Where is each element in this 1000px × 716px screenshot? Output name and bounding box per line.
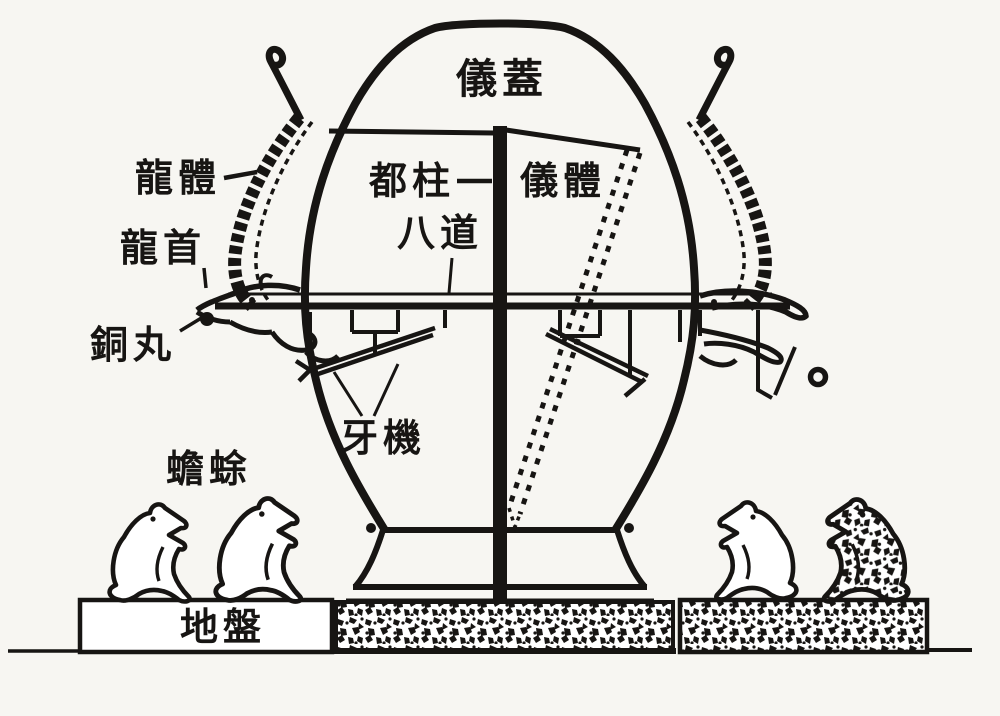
label-dragon-head: 龍首 [120, 225, 206, 270]
right-dragon-tail [695, 45, 735, 122]
dropped-copper-ball [807, 366, 829, 388]
foot-left [352, 529, 386, 589]
base-plate-center [334, 600, 675, 652]
toad-right-inner [716, 502, 796, 599]
leader-dragon-body [223, 169, 258, 181]
label-trigger: 牙機 [340, 415, 426, 460]
label-instrument-body: 儀體 [519, 158, 606, 203]
tilted-pillar-dotted-left [506, 149, 630, 509]
label-copper-ball: 銅丸 [90, 322, 176, 367]
bracket-left [350, 310, 400, 353]
right-dragon-lower-jaw [698, 327, 784, 368]
label-toad: 蟾蜍 [166, 446, 252, 491]
left-dragon-eye [249, 297, 255, 303]
tilted-pillar-dotted-right [517, 152, 643, 515]
toad-left-inner [216, 499, 301, 602]
label-central-pillar: 都柱 [368, 158, 455, 203]
leader-copper-ball [179, 315, 204, 333]
toad-left-outer [110, 504, 190, 601]
right-dragon-upper-jaw [699, 288, 809, 321]
diagram-labels: 儀蓋 龍體 龍首 都柱 儀體 八道 銅丸 牙機 蟾蜍 地盤 [90, 55, 606, 649]
left-dragon-tail [265, 45, 305, 122]
right-dragon-body-inner [686, 120, 746, 302]
right-dragon [686, 45, 829, 388]
left-dragon-jaw [195, 309, 340, 364]
foot-right [614, 529, 648, 589]
right-dragon-eye [711, 299, 717, 305]
label-dragon-body: 龍體 [135, 155, 221, 200]
tilted-pillar-tip [507, 507, 522, 533]
central-pillar-group [493, 126, 643, 600]
leader-dragon-head [202, 267, 208, 289]
cover-seam [328, 128, 495, 136]
label-cover: 儀蓋 [455, 55, 548, 103]
left-dragon-body-inner [254, 120, 314, 302]
leader-trigger [332, 363, 400, 417]
bracket-right [558, 310, 632, 376]
copper-ball-in-mouth [200, 312, 214, 326]
left-dragon-horn [258, 273, 274, 289]
vessel-outline [300, 19, 700, 535]
foot-knob-left [366, 523, 376, 533]
leader-lines [179, 169, 492, 417]
base-plate-right [677, 597, 930, 655]
left-dragon-body-scales [228, 113, 305, 311]
lever-far-right [773, 346, 797, 396]
right-dragon-body-scales [695, 113, 772, 311]
lever-left [294, 325, 436, 383]
ground-base [8, 597, 972, 655]
toad-right-outer [824, 500, 908, 602]
left-dragon-head-top [195, 282, 301, 313]
foot-knob-right [624, 523, 634, 533]
central-pillar [493, 126, 507, 600]
label-eight-channels: 八道 [397, 210, 483, 255]
left-dragon [195, 45, 340, 364]
label-ground-plate: 地盤 [180, 604, 266, 649]
base-plate-left [77, 597, 335, 655]
cover-tilt-edge [505, 127, 641, 153]
leader-eight-channels [447, 257, 454, 294]
lever-right [544, 326, 649, 398]
